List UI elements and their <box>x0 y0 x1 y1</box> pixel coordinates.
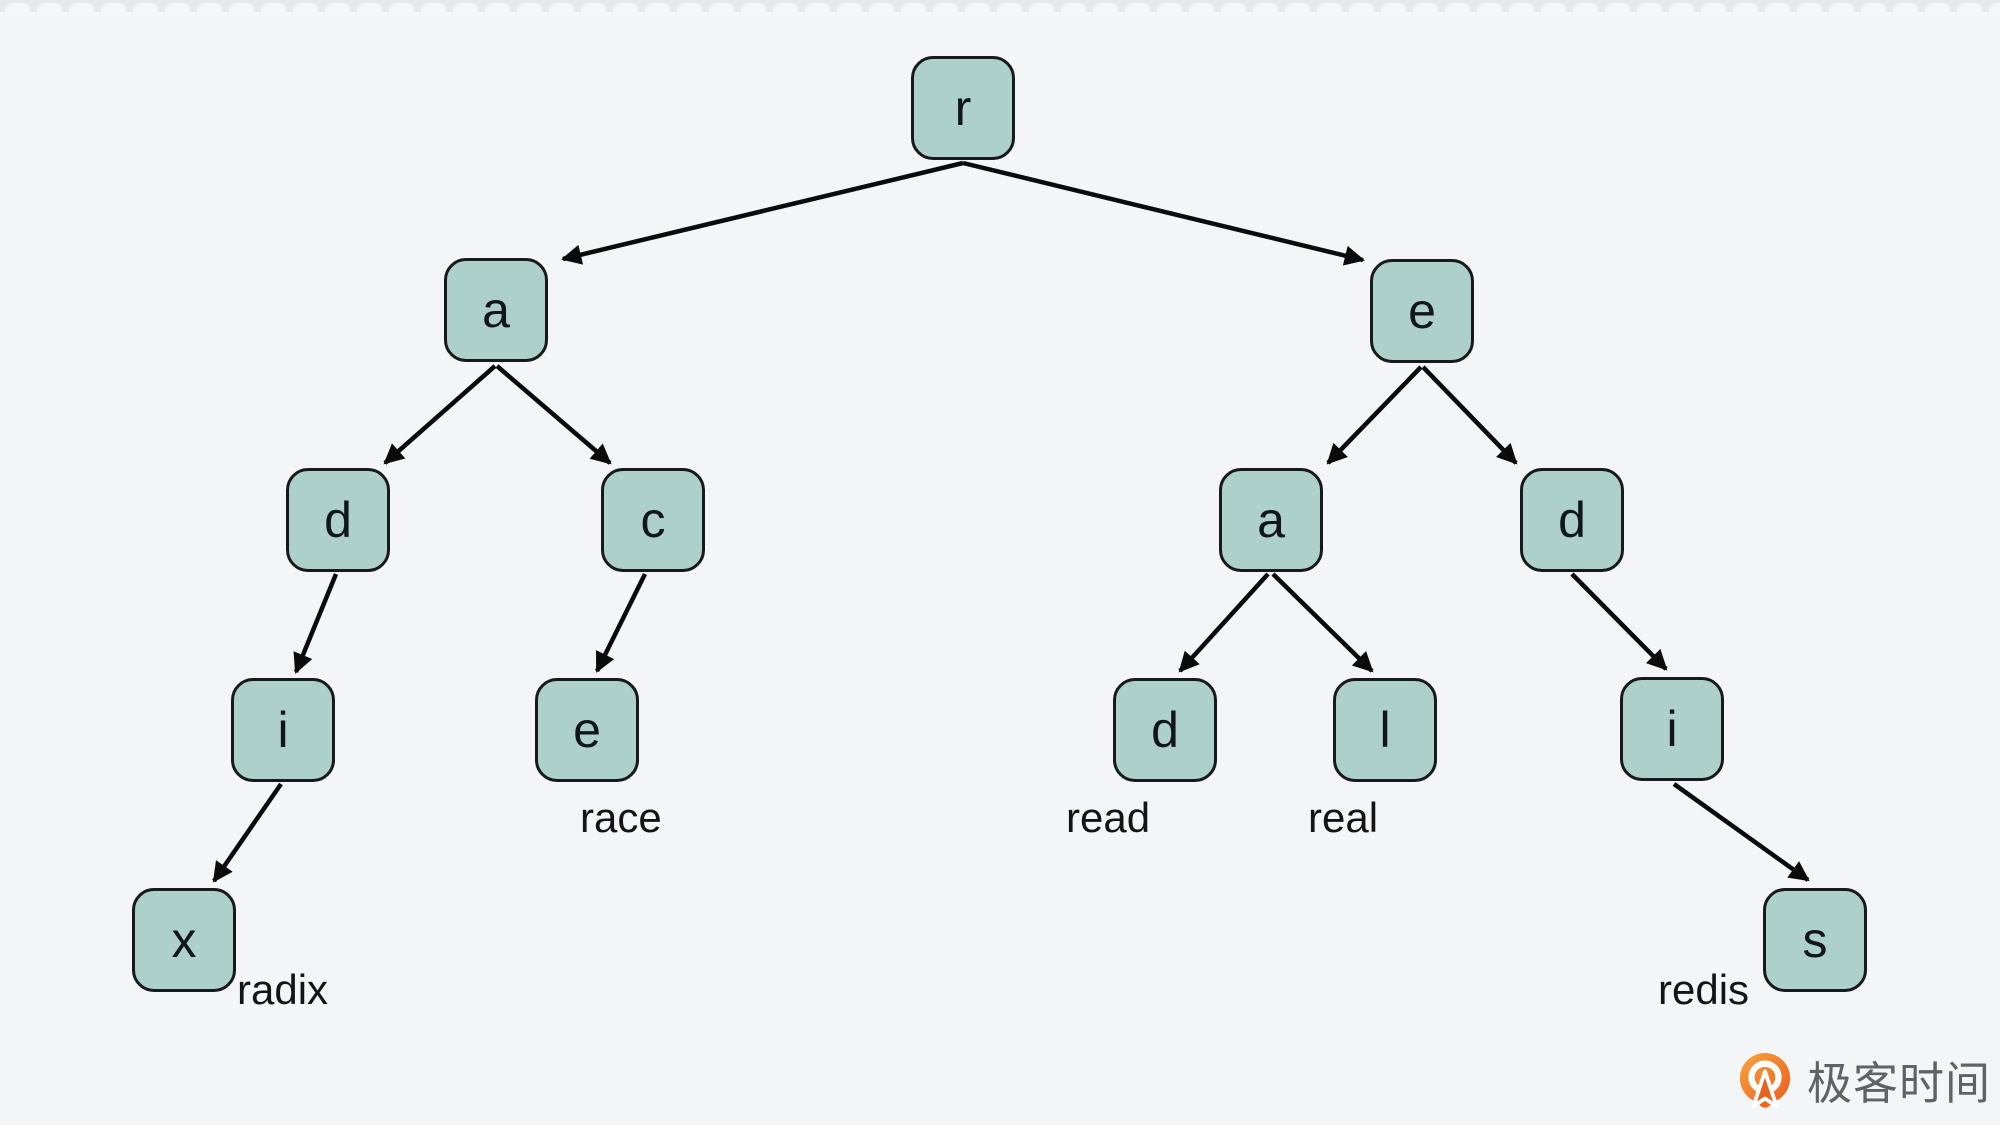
node-letter: x <box>171 912 197 968</box>
node-letter: c <box>640 492 666 548</box>
tree-node-race: e <box>535 678 639 782</box>
brand-name: 极客时间 <box>1807 1058 1992 1109</box>
geektime-logo-icon <box>1739 1053 1791 1109</box>
node-letter: s <box>1802 912 1828 968</box>
word-label-real: real <box>1308 794 1379 841</box>
brand-watermark: 极客时间 <box>1736 1051 1991 1116</box>
word-label-redis: redis <box>1658 966 1750 1013</box>
edge-re-red <box>1421 365 1518 465</box>
node-letter: d <box>1558 492 1586 548</box>
edge-rea-read <box>1178 572 1270 673</box>
tree-node-real: l <box>1333 678 1437 782</box>
node-letter: i <box>277 702 289 758</box>
tree-node-red: d <box>1520 468 1624 572</box>
edge-ra-rac <box>495 364 612 465</box>
edge-radi-radix <box>212 782 283 883</box>
node-letter: l <box>1379 702 1391 758</box>
edge-ra-rad <box>383 364 497 465</box>
node-letter: a <box>1257 492 1285 548</box>
edge-redi-redis <box>1672 782 1810 882</box>
edge-red-redi <box>1570 572 1668 671</box>
edge-rad-radi <box>293 573 339 674</box>
node-letter: d <box>324 492 352 548</box>
tree-node-root-r: r <box>911 56 1015 160</box>
tree-node-redi: i <box>1620 677 1724 781</box>
node-letter: a <box>482 282 510 338</box>
edge-rac-race <box>594 573 648 673</box>
node-letter: r <box>954 80 972 136</box>
edge-root-re <box>962 160 1365 266</box>
tree-node-read: d <box>1113 678 1217 782</box>
tree-node-rea: a <box>1219 468 1323 572</box>
tree-node-radi: i <box>231 678 335 782</box>
node-letter: e <box>1408 283 1436 339</box>
tree-node-radix-x: x <box>132 888 236 992</box>
edge-rea-real <box>1271 572 1374 673</box>
word-label-race: race <box>580 794 662 841</box>
node-letter: e <box>573 702 601 758</box>
edge-root-ra <box>561 160 964 265</box>
tree-node-rac: c <box>601 468 705 572</box>
edge-re-rea <box>1326 365 1423 465</box>
tree-node-rad: d <box>286 468 390 572</box>
word-label-read: read <box>1066 794 1151 841</box>
top-edge-pattern <box>0 0 2000 12</box>
word-label-radix: radix <box>237 966 329 1013</box>
tree-node-re: e <box>1370 259 1474 363</box>
node-letter: d <box>1151 702 1179 758</box>
node-letter: i <box>1666 701 1678 757</box>
tree-node-redis-s: s <box>1763 888 1867 992</box>
tree-node-ra: a <box>444 258 548 362</box>
